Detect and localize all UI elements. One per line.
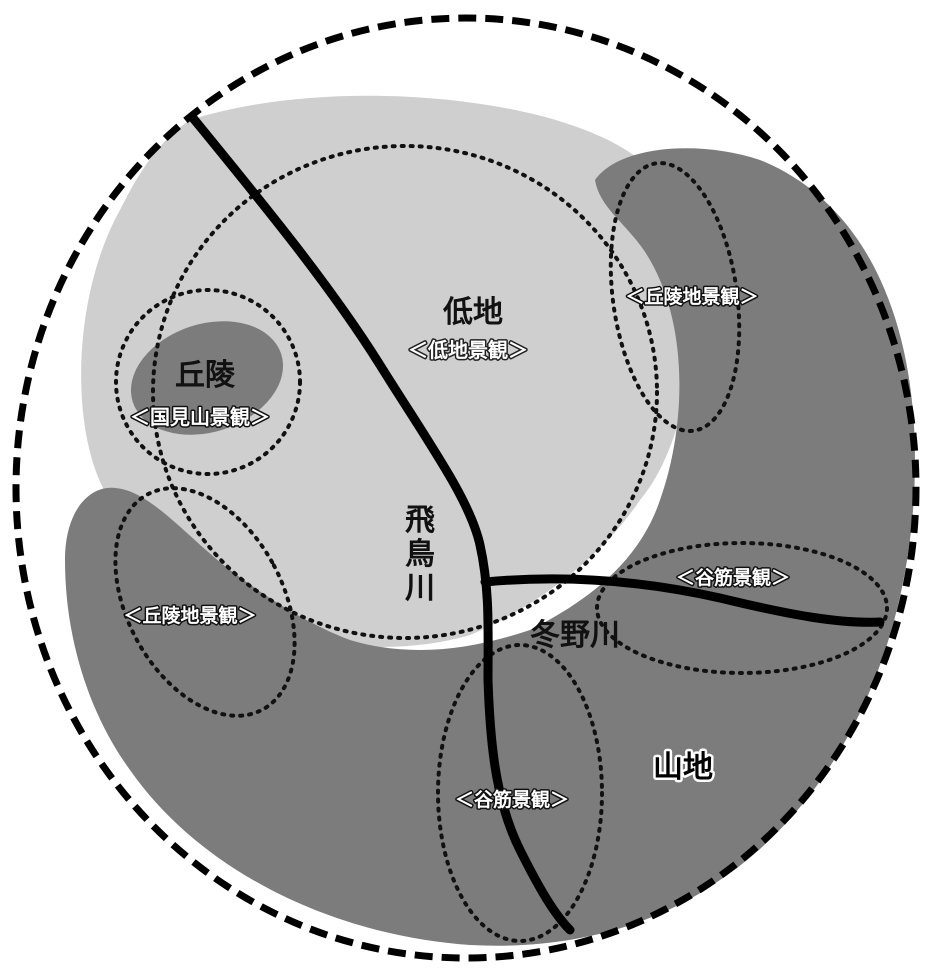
asuka-river-char-3: 川 bbox=[405, 571, 435, 606]
left-hill-landscape-label: ＜丘陵地景観＞ bbox=[123, 604, 256, 627]
kunimiyama-landscape-boundary bbox=[114, 288, 302, 476]
asuka-river-char-1: 飛 bbox=[405, 503, 435, 538]
lowland-landscape-boundary bbox=[151, 144, 659, 640]
hill-blob bbox=[130, 321, 284, 435]
fuyuno-river-line bbox=[480, 574, 885, 627]
upper-right-hill-landscape-label: ＜丘陵地景観＞ bbox=[625, 285, 758, 308]
fuyuno-river-name: 冬野川 bbox=[530, 618, 620, 653]
outer-boundary bbox=[12, 14, 920, 962]
upper-right-hill-landscape-boundary bbox=[608, 161, 742, 433]
lower-valley-landscape-label: ＜谷筋景観＞ bbox=[455, 788, 569, 811]
right-valley-landscape-label: ＜谷筋景観＞ bbox=[676, 566, 790, 589]
lower-valley-landscape-boundary bbox=[436, 643, 604, 943]
kunimiyama-landscape-label: ＜国見山景観＞ bbox=[130, 405, 270, 429]
mountain-area bbox=[65, 148, 915, 946]
right-valley-landscape-boundary bbox=[595, 541, 889, 675]
mountain-title: 山地 bbox=[653, 750, 713, 785]
lowland-landscape-label: ＜低地景観＞ bbox=[408, 338, 528, 362]
lowland-title: 低地 bbox=[442, 295, 503, 330]
hill-title: 丘陵 bbox=[175, 358, 236, 393]
asuka-river-line bbox=[188, 113, 575, 935]
left-hill-landscape-boundary bbox=[113, 486, 297, 718]
asuka-river-char-2: 鳥 bbox=[405, 537, 435, 572]
